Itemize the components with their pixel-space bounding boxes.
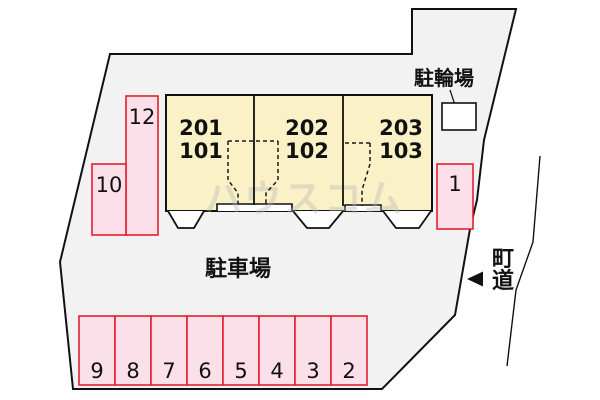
unit-3-lower: 103 (379, 139, 423, 163)
entrance-step-2 (292, 210, 344, 229)
unit-2-lower: 102 (285, 139, 329, 163)
stair-2-dashed-right (361, 143, 371, 206)
entrance-alcove-2 (344, 204, 382, 211)
parking-space-7-number: 7 (162, 359, 175, 383)
parking-space-12-number: 12 (129, 105, 156, 129)
road-label-char-1: 町 (492, 247, 514, 272)
parking-space-2-number: 2 (342, 359, 355, 383)
parking-space-5 (222, 315, 260, 386)
building-outline (165, 94, 433, 212)
entrance-step-3 (382, 210, 432, 229)
road-arrow-icon (467, 271, 483, 287)
unit-3-upper: 203 (379, 116, 423, 140)
unit-1-lower: 101 (179, 139, 223, 163)
parking-space-4 (258, 315, 296, 386)
parking-space-2 (330, 315, 368, 386)
bicycle-parking-box (441, 102, 477, 131)
parking-space-8-number: 8 (126, 359, 139, 383)
parking-space-6-number: 6 (198, 359, 211, 383)
unit-2-upper: 202 (285, 116, 329, 140)
parking-space-9-number: 9 (90, 359, 103, 383)
parking-bottom-row: 9 8 7 6 5 4 3 2 (78, 315, 368, 386)
road-edge-line (506, 155, 541, 367)
parking-space-6 (186, 315, 224, 386)
bicycle-parking-label: 駐輪場 (414, 66, 474, 90)
parking-space-3 (294, 315, 332, 386)
parking-space-3-number: 3 (306, 359, 319, 383)
parking-space-10: 10 (91, 163, 127, 236)
unit-1-upper: 201 (179, 116, 223, 140)
parking-space-1: 1 (436, 163, 474, 230)
parking-space-1-number: 1 (448, 172, 461, 196)
parking-area-label: 駐車場 (205, 256, 271, 282)
parking-space-12: 12 (125, 95, 159, 236)
entrance-step-1 (167, 210, 205, 229)
watermark-text: ハウスコム (204, 177, 404, 221)
parking-space-5-number: 5 (234, 359, 247, 383)
stair-dashed-outlines (227, 140, 371, 206)
road-label-char-2: 道 (492, 268, 514, 294)
parking-space-4-number: 4 (270, 359, 283, 383)
parking-space-10-number: 10 (96, 173, 123, 197)
